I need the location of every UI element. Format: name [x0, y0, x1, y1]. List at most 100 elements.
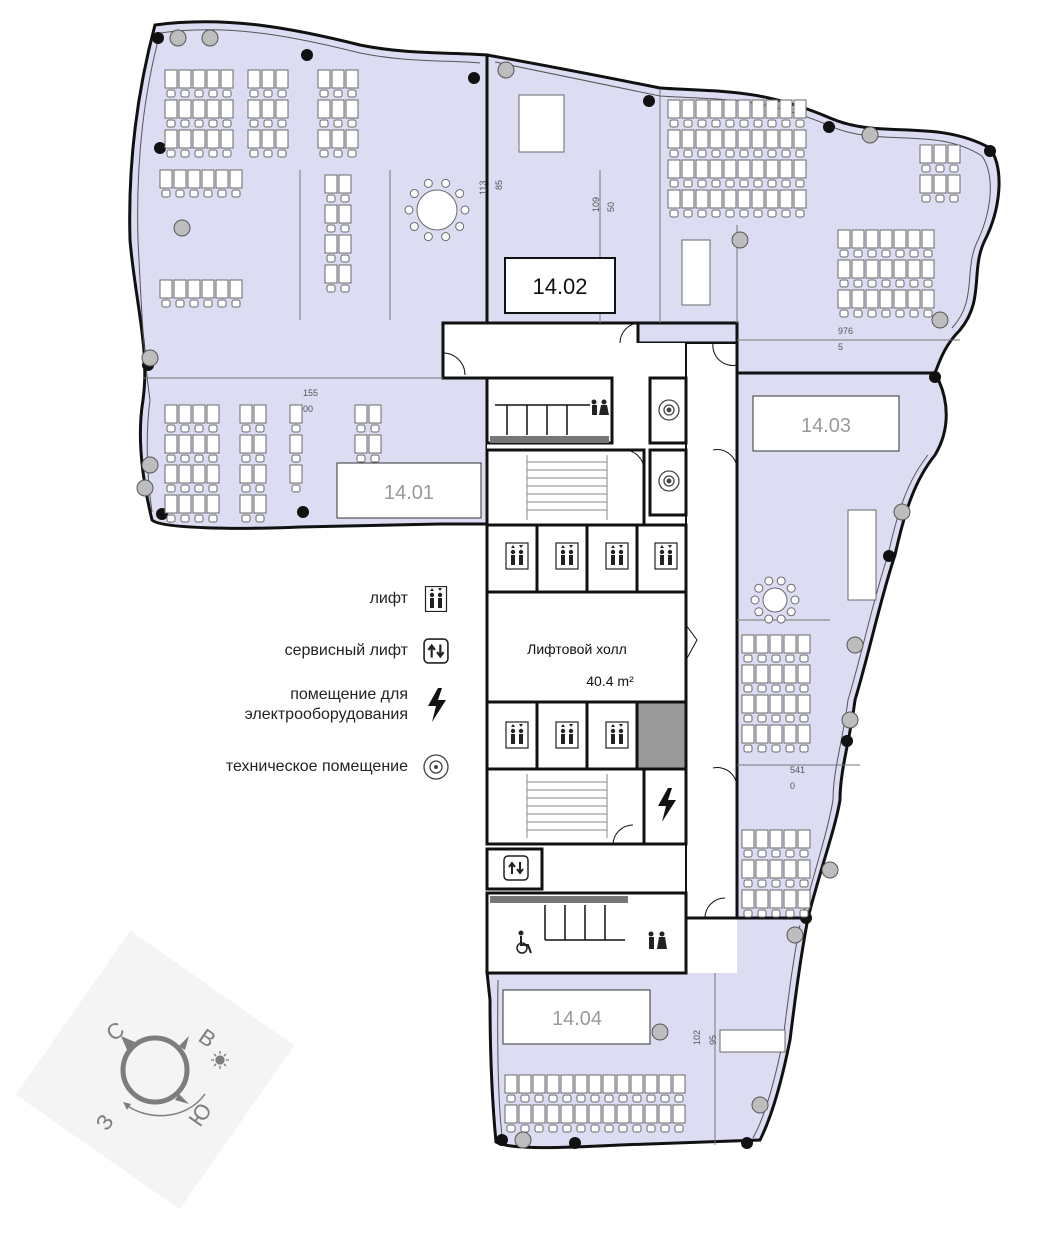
desk: [220, 69, 234, 89]
chair: [799, 879, 809, 888]
unit-14-01-box[interactable]: [336, 462, 482, 519]
stair-top: [485, 448, 646, 527]
chair: [217, 189, 227, 198]
chair: [867, 279, 877, 288]
chair: [441, 232, 451, 242]
desk: [239, 494, 253, 514]
dim-102: 102: [692, 1030, 702, 1045]
desk: [368, 404, 382, 424]
chair: [255, 454, 265, 463]
chair: [180, 484, 190, 493]
chair: [786, 583, 796, 593]
chair: [441, 178, 451, 188]
desk: [751, 129, 765, 149]
office-14-03-area[interactable]: [713, 371, 948, 920]
plant: [169, 29, 187, 47]
chair: [423, 178, 433, 188]
elevator-icon: [422, 585, 450, 613]
desk: [695, 189, 709, 209]
chair: [757, 684, 767, 693]
chair: [646, 1124, 656, 1133]
chair: [208, 484, 218, 493]
chair: [241, 424, 251, 433]
desk: [345, 99, 359, 119]
chair: [669, 209, 679, 218]
plant: [931, 311, 949, 329]
desk: [797, 664, 811, 684]
meeting-table: [416, 189, 458, 231]
desk: [765, 159, 779, 179]
chair: [333, 119, 343, 128]
chair: [263, 119, 273, 128]
unit-14-02-box[interactable]: [504, 257, 616, 314]
desk: [755, 664, 769, 684]
chair: [241, 484, 251, 493]
unit-14-04-box[interactable]: [502, 989, 651, 1045]
chair: [194, 149, 204, 158]
chair: [180, 454, 190, 463]
desk: [164, 69, 178, 89]
meeting-table: [719, 1029, 786, 1053]
chair: [757, 714, 767, 723]
desk: [159, 169, 173, 189]
meeting-table: [762, 587, 788, 613]
chair: [799, 744, 809, 753]
desk: [765, 189, 779, 209]
desk: [178, 99, 192, 119]
plant: [497, 61, 515, 79]
unit-14-03-box[interactable]: [752, 395, 900, 452]
chair: [263, 149, 273, 158]
chair: [697, 119, 707, 128]
desk: [215, 169, 229, 189]
unit-14-02-label: 14.02: [532, 274, 587, 299]
desk: [192, 434, 206, 454]
desk: [164, 99, 178, 119]
chair: [781, 119, 791, 128]
technical-room-icon: [658, 399, 680, 492]
chair: [895, 249, 905, 258]
desk: [681, 129, 695, 149]
desk: [783, 634, 797, 654]
desk: [723, 159, 737, 179]
chair: [795, 149, 805, 158]
desk: [275, 69, 289, 89]
desk: [574, 1104, 588, 1124]
lift-hall[interactable]: [485, 590, 688, 704]
chair: [771, 879, 781, 888]
chair: [241, 454, 251, 463]
compass-ring: [120, 1035, 190, 1105]
desk: [779, 159, 793, 179]
chair: [660, 1094, 670, 1103]
desk: [239, 434, 253, 454]
chair: [326, 194, 336, 203]
chair: [725, 209, 735, 218]
chair: [506, 1094, 516, 1103]
chair: [618, 1094, 628, 1103]
desk: [797, 694, 811, 714]
chair: [767, 149, 777, 158]
structural-columns: [142, 32, 996, 1149]
chair: [291, 484, 301, 493]
desk: [331, 99, 345, 119]
chair: [166, 514, 176, 523]
desk: [206, 99, 220, 119]
desk: [261, 99, 275, 119]
chair: [347, 89, 357, 98]
chair: [340, 194, 350, 203]
desk: [164, 494, 178, 514]
plant: [751, 1096, 769, 1114]
desk: [324, 264, 338, 284]
desk: [239, 404, 253, 424]
chair: [781, 209, 791, 218]
desk: [247, 129, 261, 149]
chair: [604, 1124, 614, 1133]
chair: [785, 714, 795, 723]
chair: [208, 119, 218, 128]
chair: [739, 149, 749, 158]
desk: [504, 1104, 518, 1124]
desk: [338, 234, 352, 254]
desk: [644, 1104, 658, 1124]
desk: [709, 99, 723, 119]
desk: [518, 1074, 532, 1094]
chair: [771, 909, 781, 918]
